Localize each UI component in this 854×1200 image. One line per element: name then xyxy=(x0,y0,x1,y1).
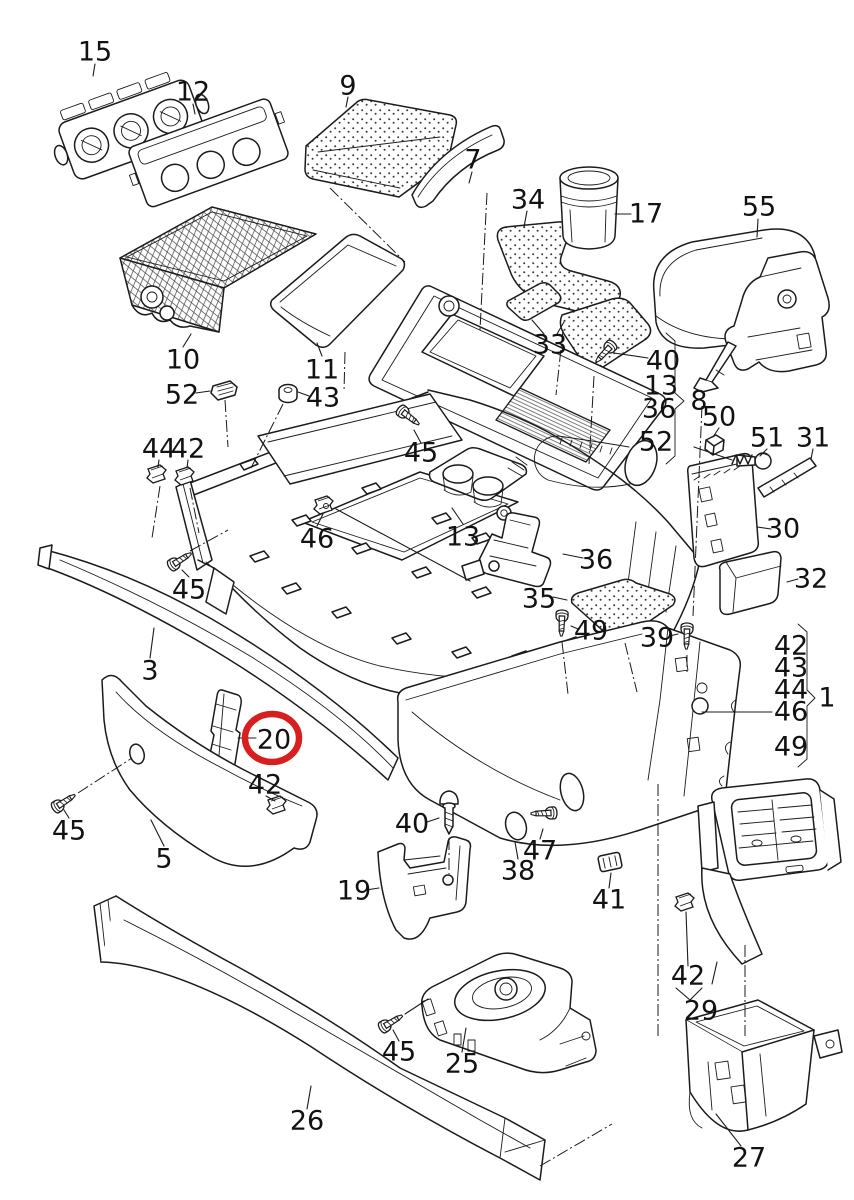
part-label-3: 3 xyxy=(141,656,158,687)
part-32-tray xyxy=(718,550,782,616)
part-label-46-grp: 46 xyxy=(774,697,808,728)
part-19-bracket xyxy=(377,836,472,940)
screw-40-low xyxy=(439,790,459,835)
part-42-clip-left xyxy=(174,466,195,486)
highlight-circle-part-20 xyxy=(241,710,303,766)
part-label-35: 35 xyxy=(522,584,556,615)
part-label-36-mid: 36 xyxy=(579,545,613,576)
part-label-45-panel: 45 xyxy=(52,816,86,847)
part-label-45-top: 45 xyxy=(404,438,438,469)
part-27-storage-box xyxy=(685,999,843,1132)
part-label-44-left: 44 xyxy=(142,434,176,465)
part-label-42-vent: 42 xyxy=(671,961,705,992)
part-label-8: 8 xyxy=(690,386,707,417)
part-label-41: 41 xyxy=(592,885,626,916)
screw-45-bottom xyxy=(376,1009,406,1035)
part-label-19: 19 xyxy=(337,876,371,907)
part-label-43-left: 43 xyxy=(306,383,340,414)
part-10-mesh-basket xyxy=(119,206,317,333)
part-43-nut xyxy=(278,383,298,404)
part-label-31: 31 xyxy=(796,423,830,454)
part-label-42-mid: 42 xyxy=(248,770,282,801)
part-label-9: 9 xyxy=(339,71,356,102)
part-label-43-grp: 43 xyxy=(774,653,808,684)
screw-51 xyxy=(693,446,772,470)
part-label-27: 27 xyxy=(732,1143,766,1174)
part-11-lid-panel xyxy=(269,233,406,348)
part-13-cupholder-insert xyxy=(428,446,528,521)
construction-lines xyxy=(77,187,746,1167)
screw-49-mid xyxy=(554,609,569,637)
part-46-clip xyxy=(313,495,334,515)
part-label-46-left: 46 xyxy=(300,524,334,555)
part-label-36-right: 36 xyxy=(642,394,676,425)
part-label-29: 29 xyxy=(684,996,718,1027)
part-label-51: 51 xyxy=(750,423,784,454)
part-label-33: 33 xyxy=(533,330,567,361)
part-label-45-left: 45 xyxy=(172,575,206,606)
part-17-cup-insert xyxy=(559,166,619,250)
part-label-49-grp: 49 xyxy=(774,732,808,763)
part-42-clip-vent xyxy=(674,892,695,912)
part-50-clip xyxy=(704,434,725,456)
part-label-13-right: 13 xyxy=(644,371,678,402)
part-label-12: 12 xyxy=(176,77,210,108)
part-52-clip xyxy=(210,380,238,401)
part-label-15: 15 xyxy=(78,37,112,68)
group-brackets xyxy=(665,332,816,768)
part-label-52-left: 52 xyxy=(165,380,199,411)
part-20-bracket xyxy=(207,689,242,776)
part-label-39: 39 xyxy=(640,623,674,654)
part-label-20: 20 xyxy=(257,725,291,756)
part-label-49-mid: 49 xyxy=(574,616,608,647)
part-label-25: 25 xyxy=(445,1049,479,1080)
part-36-bracket xyxy=(461,512,552,588)
part-9-rubber-tray xyxy=(304,98,458,198)
screw-45-left xyxy=(165,547,195,573)
part-label-44-grp: 44 xyxy=(774,675,808,706)
part-label-38: 38 xyxy=(501,856,535,887)
part-label-50: 50 xyxy=(702,402,736,433)
part-26-air-duct xyxy=(93,895,546,1181)
part-label-13-mid: 13 xyxy=(446,522,480,553)
part-label-34: 34 xyxy=(511,185,545,216)
part-label-40-low: 40 xyxy=(395,809,429,840)
leader-lines xyxy=(63,63,814,1147)
part-38-gasket xyxy=(504,811,528,841)
part-3-trim-blade xyxy=(37,544,399,781)
part-30-side-panel xyxy=(687,452,760,568)
part-label-10: 10 xyxy=(166,345,200,376)
part-label-45-bottom: 45 xyxy=(382,1037,416,1068)
part-12-trim-plate xyxy=(128,98,289,208)
console-top-panel xyxy=(368,285,667,491)
part-33-small-mats xyxy=(506,281,652,372)
part-29-rear-vent xyxy=(697,778,842,965)
part-label-17: 17 xyxy=(629,199,663,230)
part-label-42-grp: 42 xyxy=(774,631,808,662)
part-label-1: 1 xyxy=(818,683,835,714)
part-31-strip xyxy=(757,457,817,498)
part-label-40-mid: 40 xyxy=(646,346,680,377)
part-44-clip xyxy=(146,464,167,484)
part-label-42-left: 42 xyxy=(171,434,205,465)
part-7-trim-bracket xyxy=(411,124,505,209)
part-label-55: 55 xyxy=(742,192,776,223)
part-41-clip xyxy=(597,851,623,873)
part-label-26: 26 xyxy=(290,1106,324,1137)
part-8-hinge-mechanism xyxy=(693,250,830,393)
part-15-climate-control xyxy=(53,72,210,180)
part-label-30: 30 xyxy=(766,514,800,545)
part-label-5: 5 xyxy=(155,844,172,875)
part-label-11: 11 xyxy=(305,355,339,386)
part-label-47: 47 xyxy=(523,836,557,867)
part-5-side-panel xyxy=(101,674,318,867)
part-label-32: 32 xyxy=(794,564,828,595)
part-label-7: 7 xyxy=(464,145,481,176)
part-label-52-right: 52 xyxy=(639,427,673,458)
